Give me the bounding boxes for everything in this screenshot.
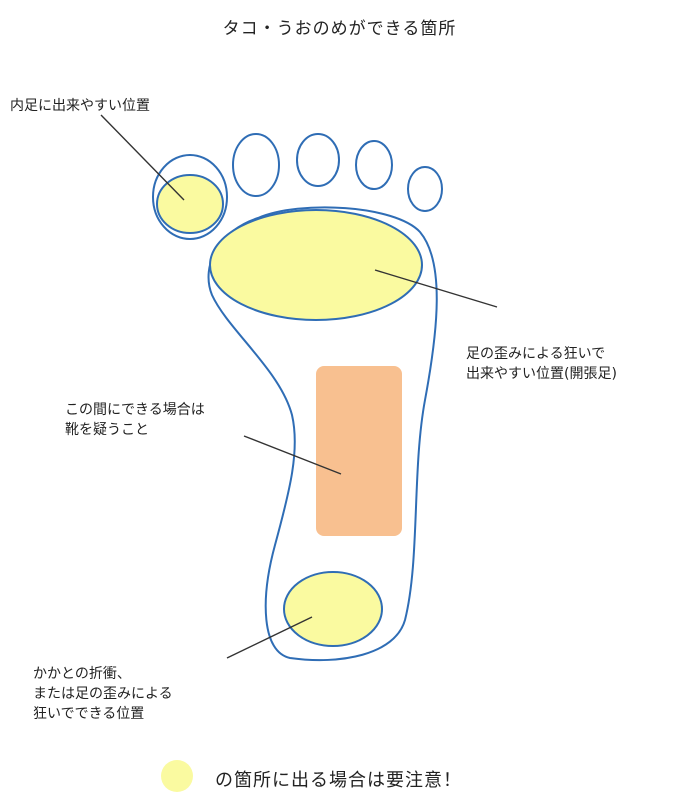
- toe-5-outline: [408, 167, 442, 211]
- forefoot-spot: [210, 210, 422, 320]
- label-inner-toe: 内足に出来やすい位置: [10, 96, 150, 116]
- label-arch-line2: 靴を疑うこと: [65, 420, 205, 440]
- label-heel-line1: かかとの折衝、: [33, 664, 173, 684]
- label-forefoot-line1: 足の歪みによる狂いで: [466, 344, 617, 364]
- label-forefoot-line2: 出来やすい位置(開張足): [466, 364, 617, 384]
- label-heel-line3: 狂いでできる位置: [33, 704, 173, 724]
- label-arch: この間にできる場合は 靴を疑うこと: [65, 400, 205, 440]
- pointer-inner-toe: [101, 115, 184, 200]
- legend-dot: [161, 760, 193, 792]
- label-arch-line1: この間にできる場合は: [65, 400, 205, 420]
- heel-spot: [284, 572, 382, 646]
- toe-3-outline: [297, 134, 339, 186]
- label-heel: かかとの折衝、 または足の歪みによる 狂いでできる位置: [33, 664, 173, 724]
- arch-area: [316, 366, 402, 536]
- toe-2-outline: [233, 134, 279, 196]
- legend-text: の箇所に出る場合は要注意！: [215, 766, 462, 792]
- label-heel-line2: または足の歪みによる: [33, 684, 173, 704]
- pointer-heel: [227, 617, 312, 658]
- inner-toe-spot: [157, 175, 223, 233]
- label-forefoot: 足の歪みによる狂いで 出来やすい位置(開張足): [466, 344, 617, 384]
- toe-4-outline: [356, 141, 392, 189]
